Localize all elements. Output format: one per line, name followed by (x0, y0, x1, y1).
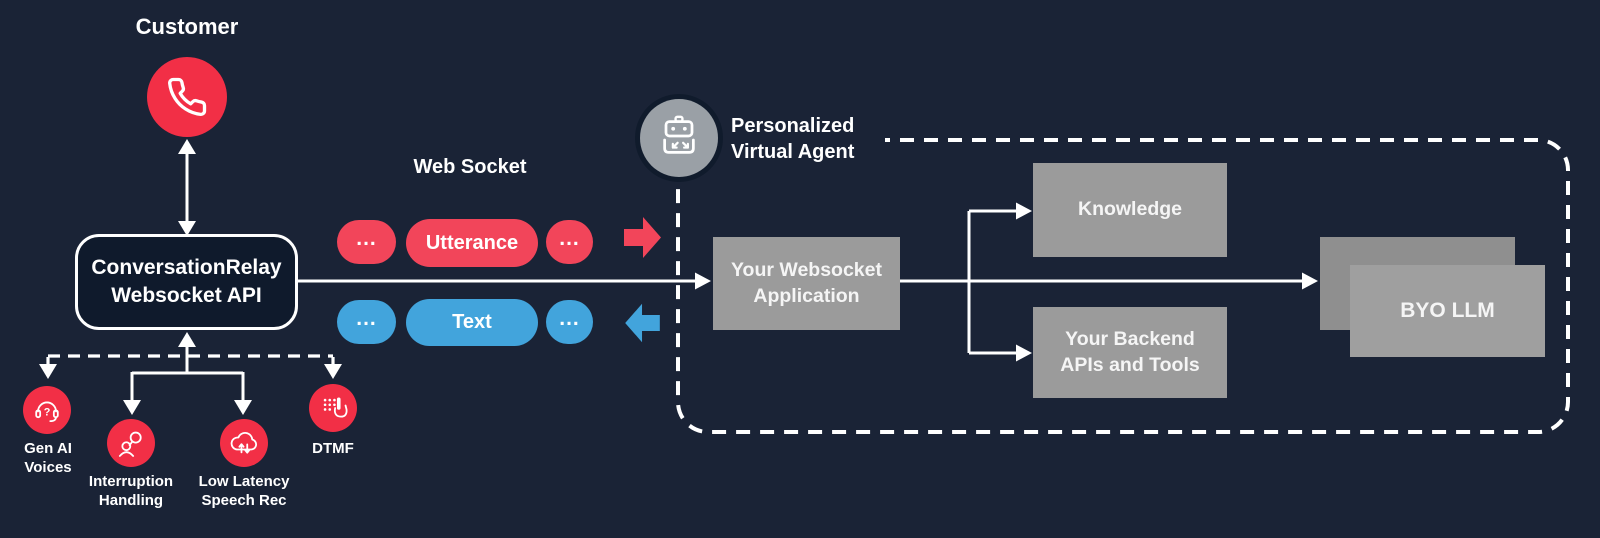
interruption-handling-icon (113, 425, 149, 461)
app-box-line1: Your Websocket (731, 259, 882, 282)
interruption-handling-badge (107, 419, 155, 467)
outbound-pill-utterance: Utterance (406, 219, 538, 267)
backend-box-line2: APIs and Tools (1060, 353, 1200, 376)
svg-text:?: ? (44, 406, 51, 418)
dtmf-icon (315, 390, 351, 426)
virtual-agent-title-line2: Virtual Agent (731, 141, 855, 164)
speech-rec-label-line1: Low Latency (198, 473, 290, 490)
dtmf-badge (309, 384, 357, 432)
byo-llm-label: BYO LLM (1400, 299, 1495, 323)
virtual-agent-badge (640, 99, 718, 177)
virtual-agent-title-line1: Personalized (731, 115, 855, 137)
speech-rec-badge (220, 419, 268, 467)
relay-box-line2: Websocket API (111, 284, 262, 307)
byo-llm-box: BYO LLM (1350, 265, 1545, 357)
inbound-arrow-icon (624, 301, 661, 345)
speech-rec-icon (226, 425, 262, 461)
virtual-agent-title: Personalized Virtual Agent (729, 110, 885, 169)
backend-box-line1: Your Backend (1065, 328, 1195, 351)
websocket-application-box: Your Websocket Application (713, 237, 900, 330)
conversation-relay-box: ConversationRelay Websocket API (75, 234, 298, 330)
outbound-arrow-icon (624, 214, 661, 261)
customer-label: Customer (135, 14, 239, 39)
relay-box-line1: ConversationRelay (91, 256, 282, 280)
knowledge-box: Knowledge (1033, 163, 1227, 257)
interruption-label-line2: Handling (98, 491, 164, 509)
dtmf-label-line1: DTMF (312, 440, 354, 457)
dtmf-label: DTMF (283, 440, 383, 459)
outbound-pill-dots-right: ... (546, 220, 593, 264)
interruption-handling-label: Interruption Handling (56, 473, 206, 511)
speech-rec-label-line2: Speech Rec (201, 491, 287, 509)
backend-apis-box: Your Backend APIs and Tools (1033, 307, 1227, 398)
genai-voices-label-line1: Gen AI (24, 440, 72, 457)
web-socket-title: Web Socket (413, 156, 527, 178)
app-box-line2: Application (753, 284, 860, 307)
customer-phone-badge (147, 57, 227, 137)
knowledge-label: Knowledge (1077, 198, 1182, 221)
genai-voices-label: Gen AI Voices (0, 440, 103, 478)
robot-icon (653, 112, 705, 164)
outbound-pill-dots-left: ... (337, 220, 396, 264)
interruption-label-line1: Interruption (88, 473, 174, 490)
inbound-pill-dots-right: ... (546, 300, 593, 344)
genai-voices-label-line2: Voices (24, 458, 72, 476)
phone-icon (166, 76, 208, 118)
inbound-pill-dots-left: ... (337, 300, 396, 344)
inbound-pill-text: Text (406, 299, 538, 346)
genai-voices-icon: ? (29, 392, 65, 428)
genai-voices-badge: ? (23, 386, 71, 434)
speech-rec-label: Low Latency Speech Rec (169, 473, 319, 511)
